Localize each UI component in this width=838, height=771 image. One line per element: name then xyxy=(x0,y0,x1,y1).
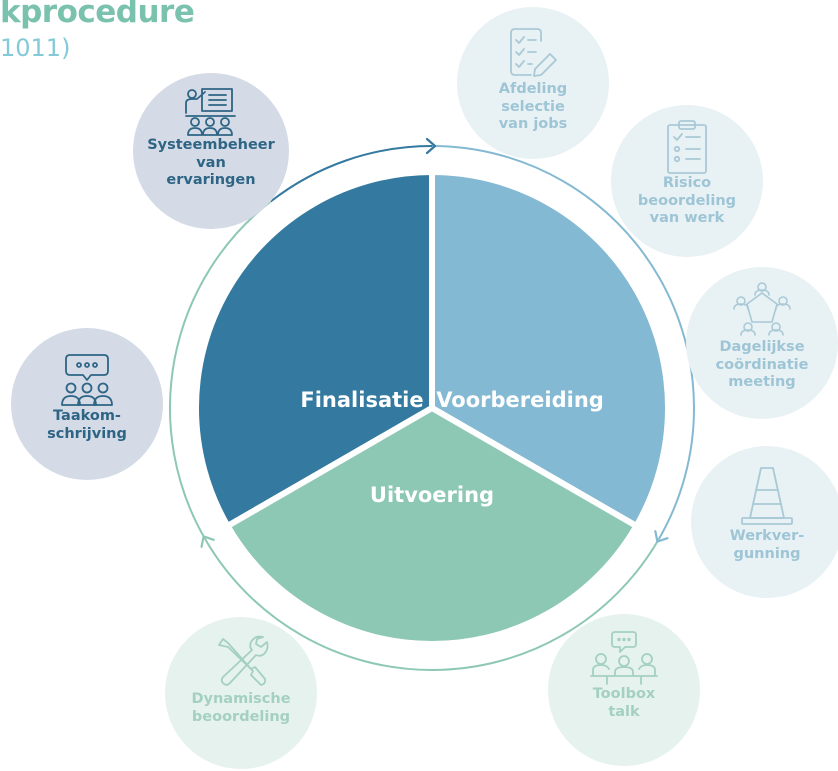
step-label: Werkver- gunning xyxy=(729,528,805,562)
traffic-cone-icon xyxy=(741,467,793,525)
discussion-icon xyxy=(61,354,113,406)
toolbox-talk-icon xyxy=(590,631,658,685)
step-label: Risico beoordeling van werk xyxy=(637,175,737,226)
segment-voorbereiding xyxy=(429,169,671,529)
step-label: Afdeling selectie van jobs xyxy=(498,81,568,132)
cycle-arcs xyxy=(169,137,695,671)
step-label: Systeembeheer van ervaringen xyxy=(147,137,275,188)
page-title: kprocedure xyxy=(0,0,195,30)
phase-wheel xyxy=(193,169,671,647)
cycle-arrowhead xyxy=(200,535,215,548)
step-risico-beoordeling: Risico beoordeling van werk xyxy=(611,105,763,257)
step-taakomschrijving: Taakom- schrijving xyxy=(11,328,163,480)
step-label: Taakom- schrijving xyxy=(47,408,127,442)
phase-label-finalisatie: Finalisatie xyxy=(300,388,424,412)
presentation-icon xyxy=(185,88,236,136)
phase-label-voorbereiding: Voorbereiding xyxy=(436,388,604,412)
step-afdeling-selectie: Afdeling selectie van jobs xyxy=(457,7,609,159)
page-subtitle: 1011) xyxy=(0,34,71,62)
phase-label-uitvoering: Uitvoering xyxy=(369,483,495,507)
step-systeembeheer: Systeembeheer van ervaringen xyxy=(133,73,289,229)
step-dynamische-beoordeling: Dynamische beoordeling xyxy=(165,617,317,769)
cycle-arrowhead xyxy=(425,137,437,155)
step-label: Toolbox talk xyxy=(592,686,656,720)
tools-icon xyxy=(218,635,269,686)
cycle-arc xyxy=(204,538,660,671)
step-dagelijkse-coordinatie: Dagelijkse coördinatie meeting xyxy=(686,267,838,419)
segment-uitvoering xyxy=(224,405,640,647)
step-werkvergunning: Werkver- gunning xyxy=(691,446,838,598)
checklist-pencil-icon xyxy=(510,28,557,77)
cycle-arrowhead xyxy=(654,530,669,543)
step-toolbox-talk: Toolbox talk xyxy=(548,614,700,766)
meeting-circle-icon xyxy=(733,282,791,336)
step-label: Dynamische beoordeling xyxy=(191,691,291,725)
cycle-arc xyxy=(431,145,695,540)
cycle-arc xyxy=(169,200,272,540)
clipboard-icon xyxy=(667,120,707,174)
cycle-arc xyxy=(270,145,433,203)
segment-finalisatie xyxy=(193,169,435,529)
step-label: Dagelijkse coördinatie meeting xyxy=(715,339,809,390)
